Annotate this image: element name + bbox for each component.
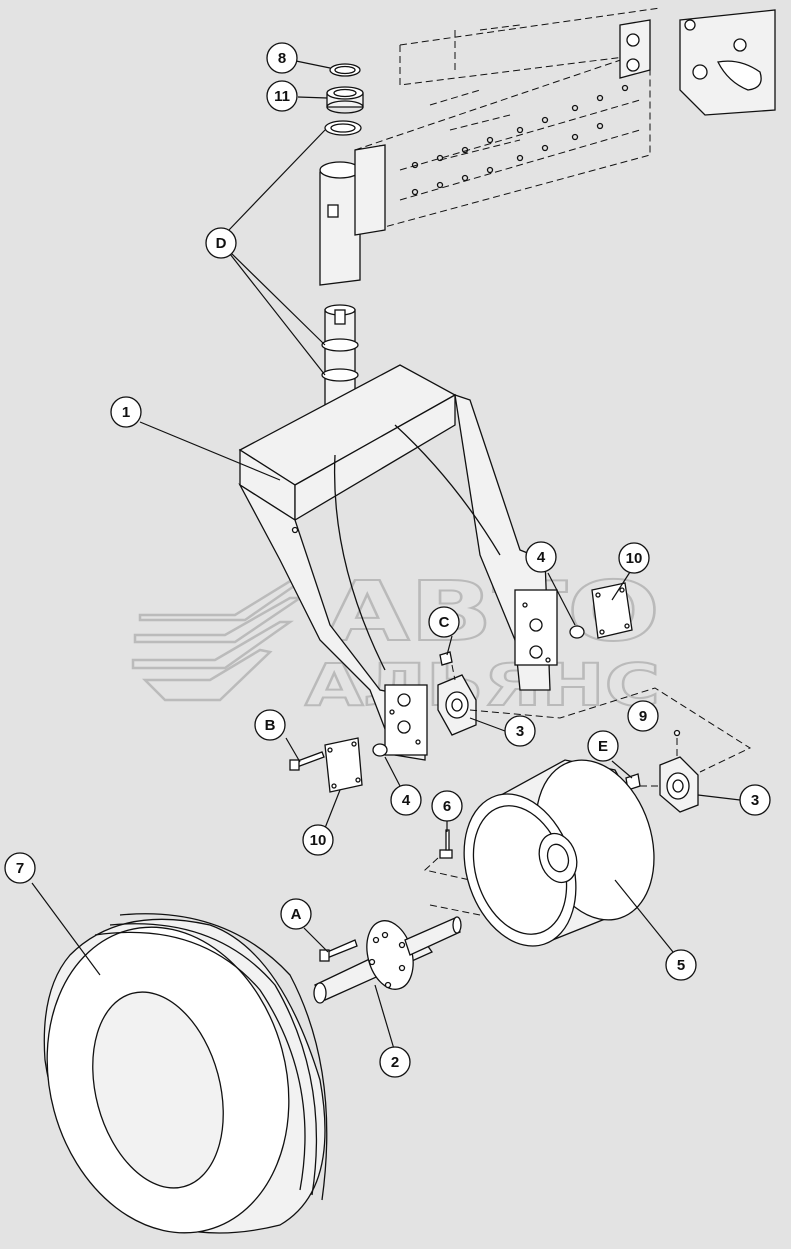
washer-D (324, 120, 362, 136)
callout-7: 7 (4, 852, 36, 884)
watermark-line2: АЛЬЯНС (305, 651, 660, 719)
tyre (43, 913, 328, 1234)
callout-C-label: C (439, 614, 450, 631)
callout-2: 2 (379, 1046, 411, 1078)
fork-tube (319, 144, 386, 286)
valve-bolt-6 (439, 829, 453, 859)
callout-E-label: E (598, 738, 608, 755)
callout-D-label: D (216, 235, 227, 252)
callout-8: 8 (266, 42, 298, 74)
callout-10-lower: 10 (302, 824, 334, 856)
callout-11: 11 (266, 80, 298, 112)
callout-B: B (254, 709, 286, 741)
callout-5: 5 (665, 949, 697, 981)
callout-A-label: A (291, 906, 302, 923)
watermark-logo (131, 573, 315, 702)
callout-11-label: 11 (274, 88, 290, 105)
o-ring-4-left (372, 743, 388, 757)
bolt-B (289, 751, 325, 771)
callout-3-lower-label: 3 (751, 792, 759, 809)
callout-D: D (205, 227, 237, 259)
o-ring-4-right (569, 625, 585, 639)
callout-3-upper: 3 (504, 715, 536, 747)
bolt-A (319, 939, 358, 962)
callout-A: A (280, 898, 312, 930)
hub-axle (313, 916, 462, 1004)
callout-1-label: 1 (122, 404, 130, 421)
callout-7-label: 7 (16, 860, 24, 877)
callout-8-label: 8 (278, 50, 286, 67)
callout-4-lower-label: 4 (402, 792, 411, 809)
callout-3-lower: 3 (739, 784, 771, 816)
callout-10-upper: 10 (618, 542, 650, 574)
callout-3-upper-label: 3 (516, 723, 524, 740)
cover-plate-10-right (591, 582, 633, 639)
washer-8 (329, 63, 361, 77)
callout-4-lower: 4 (390, 784, 422, 816)
callout-10-lower-label: 10 (310, 832, 327, 849)
leader-lines (31, 60, 741, 1050)
fork-body (238, 364, 558, 761)
callout-C: C (428, 606, 460, 638)
callout-4-upper-label: 4 (537, 549, 546, 566)
wheel-rim (463, 759, 655, 947)
callout-10-upper-label: 10 (626, 550, 643, 567)
assembly-lines (423, 664, 752, 916)
callout-6: 6 (431, 790, 463, 822)
callout-2-label: 2 (391, 1054, 399, 1071)
nut-C (439, 651, 453, 666)
bushing-11 (326, 86, 364, 114)
callout-4-upper: 4 (525, 541, 557, 573)
callout-5-label: 5 (677, 957, 685, 974)
grease-nipple-9 (673, 729, 681, 737)
bearing-housing-3-lower (659, 756, 699, 813)
callout-6-label: 6 (443, 798, 451, 815)
callout-E: E (587, 730, 619, 762)
cover-plate-10-left (324, 737, 363, 793)
callout-1: 1 (110, 396, 142, 428)
bearing-housing-3-upper (437, 674, 477, 736)
callout-B-label: B (265, 717, 276, 734)
callout-9: 9 (627, 700, 659, 732)
callout-9-label: 9 (639, 708, 647, 725)
frame-beam (354, 7, 776, 236)
